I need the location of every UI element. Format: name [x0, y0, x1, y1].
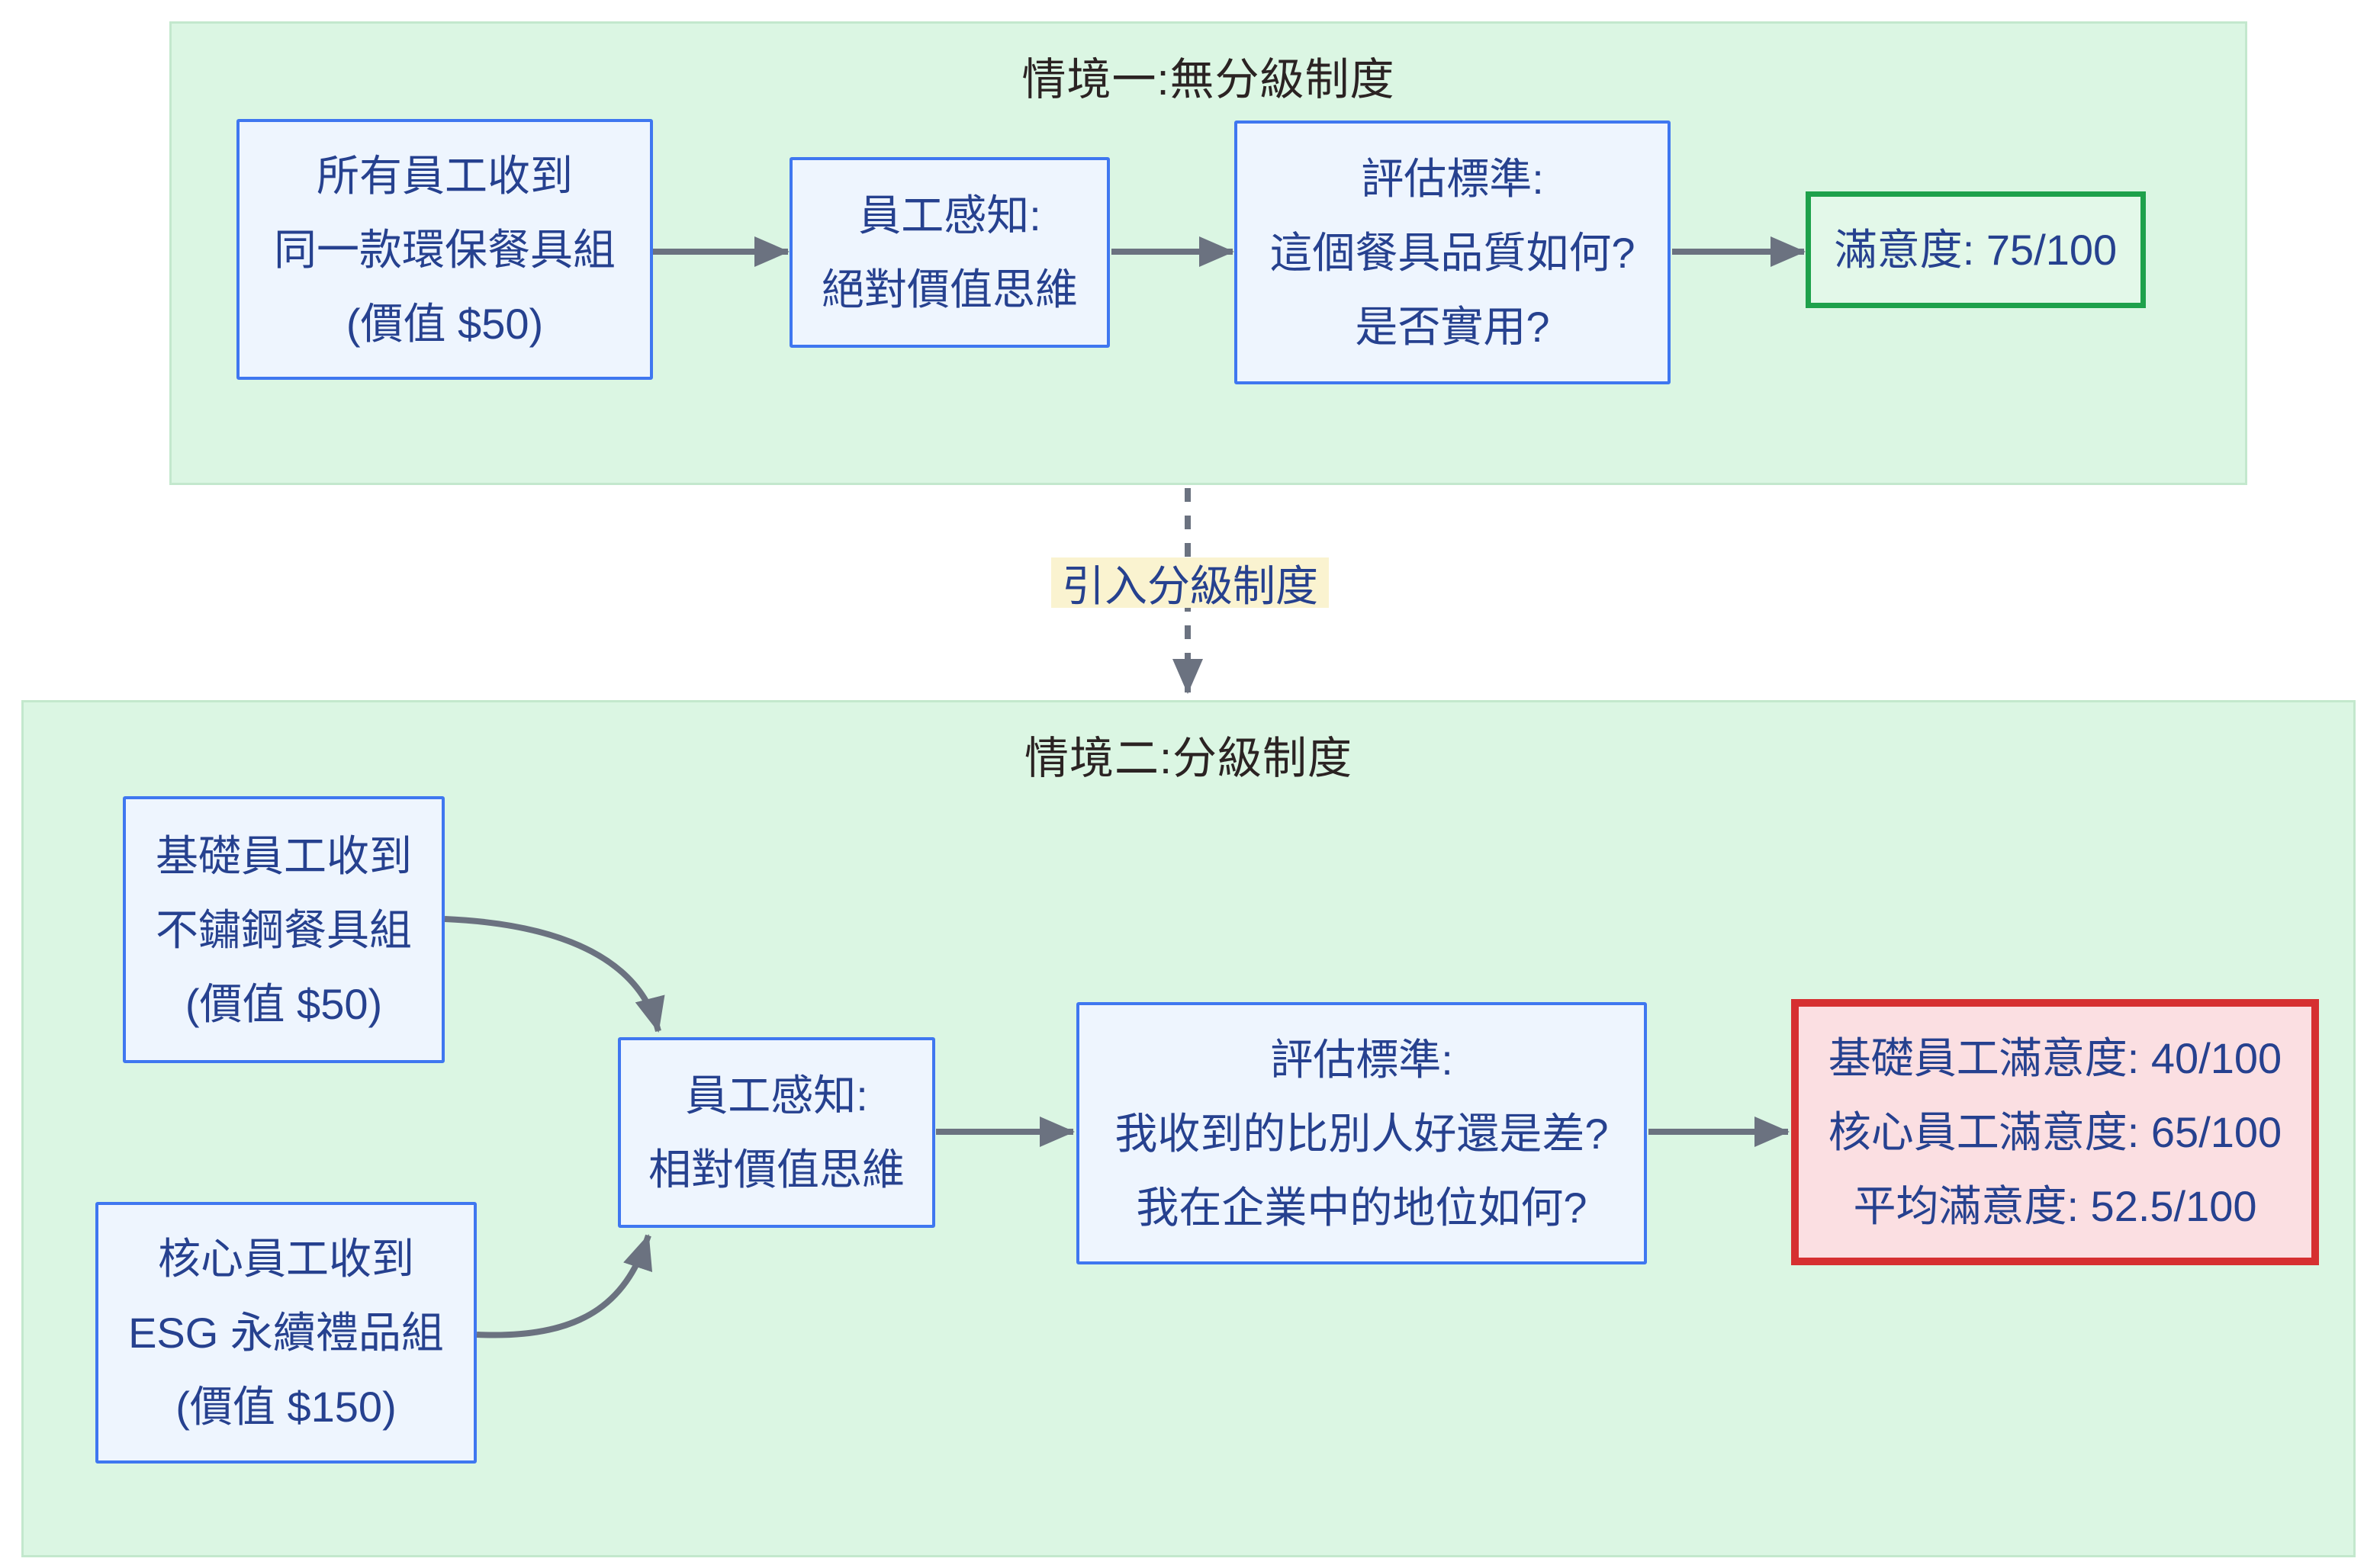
- node-line: 所有員工收到: [317, 151, 573, 200]
- node-line: 相對價值思維: [648, 1145, 905, 1194]
- node-line: 絕對價值思維: [822, 265, 1078, 313]
- node-line: 平均滿意度: 52.5/100: [1853, 1182, 2257, 1230]
- edge-label-introduce-grading: 引入分級制度: [1051, 557, 1329, 610]
- node-line: 滿意度: 75/100: [1834, 226, 2118, 274]
- edge-s2-basic-gift-to-perception: [444, 916, 665, 1033]
- node-s1-perception: 員工感知: 絕對價值思維: [790, 157, 1110, 348]
- edge-s2-core-gift-to-perception: [476, 1234, 653, 1338]
- node-line: 評估標準:: [1270, 1035, 1453, 1084]
- edge-label-text: 引入分級制度: [1062, 561, 1318, 610]
- node-line: 不鏽鋼餐具組: [156, 905, 412, 954]
- node-line: 員工感知:: [858, 191, 1041, 239]
- node-line: 評估標準:: [1361, 154, 1544, 203]
- node-line: (價值 $50): [185, 979, 383, 1028]
- node-s1-result-satisfaction: 滿意度: 75/100: [1806, 191, 2146, 308]
- node-line: 員工感知:: [685, 1072, 868, 1120]
- node-line: (價值 $50): [346, 299, 544, 348]
- node-line: 我在企業中的地位如何?: [1136, 1183, 1587, 1232]
- panel-scenario-1-title: 情境一:無分級制度: [1021, 55, 1395, 104]
- node-line: 是否實用?: [1355, 302, 1550, 351]
- node-s2-criteria: 評估標準: 我收到的比別人好還是差? 我在企業中的地位如何?: [1076, 1002, 1647, 1264]
- node-s2-result-satisfaction: 基礎員工滿意度: 40/100 核心員工滿意度: 65/100 平均滿意度: 5…: [1791, 999, 2319, 1265]
- node-line: 基礎員工滿意度: 40/100: [1828, 1034, 2282, 1082]
- node-line: 核心員工收到: [158, 1235, 414, 1283]
- node-s2-core-gift: 核心員工收到 ESG 永續禮品組 (價值 $150): [95, 1202, 477, 1464]
- node-s2-perception: 員工感知: 相對價值思維: [618, 1037, 935, 1228]
- node-s1-gift: 所有員工收到 同一款環保餐具組 (價值 $50): [236, 119, 653, 380]
- node-line: 基礎員工收到: [156, 831, 412, 880]
- node-line: 這個餐具品質如何?: [1269, 228, 1635, 277]
- node-line: 核心員工滿意度: 65/100: [1828, 1108, 2282, 1156]
- node-s1-criteria: 評估標準: 這個餐具品質如何? 是否實用?: [1234, 120, 1671, 384]
- node-line: (價值 $150): [175, 1383, 397, 1431]
- node-line: 同一款環保餐具組: [274, 225, 616, 274]
- node-line: ESG 永續禮品組: [128, 1309, 444, 1357]
- panel-scenario-2-title: 情境二:分級制度: [1024, 734, 1353, 783]
- node-s2-basic-gift: 基礎員工收到 不鏽鋼餐具組 (價值 $50): [123, 796, 445, 1063]
- node-line: 我收到的比別人好還是差?: [1114, 1109, 1609, 1158]
